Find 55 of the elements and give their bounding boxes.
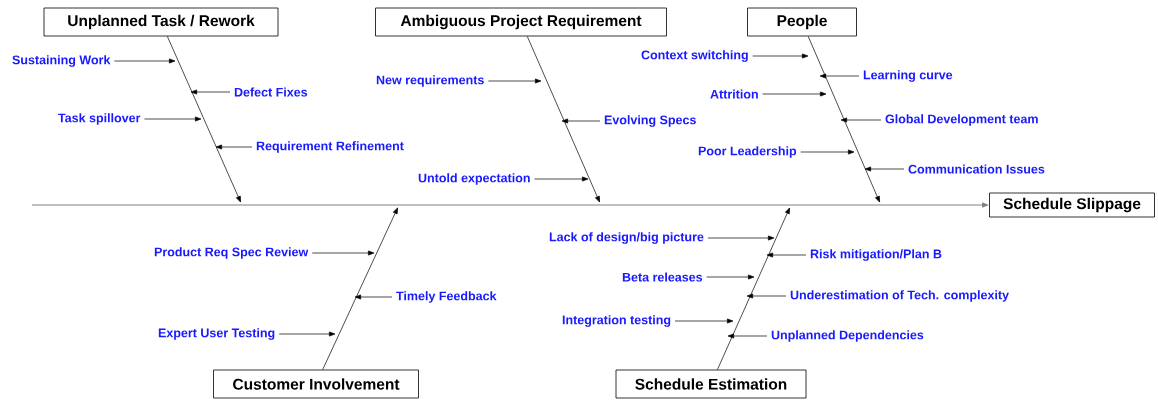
arrow — [488, 78, 542, 84]
cause-label: Evolving Specs — [604, 115, 696, 127]
cause-label: Timely Feedback — [396, 291, 497, 303]
bone-arrow — [717, 207, 790, 370]
cause-label: Expert User Testing — [158, 328, 275, 340]
cause-label: Requirement Refinement — [256, 141, 404, 153]
bone-arrow — [807, 36, 880, 203]
bone-arrow — [167, 36, 241, 203]
arrow — [746, 293, 787, 299]
arrow — [752, 53, 809, 59]
cause-label: Beta releases — [622, 272, 703, 282]
cause-label: Global Development team — [885, 114, 1038, 126]
cause-label: Lack of design/big picture — [549, 232, 704, 244]
arrow — [534, 176, 589, 182]
cause-label: Underestimation of Tech. complexity — [790, 290, 1009, 302]
arrow — [766, 252, 807, 258]
category-box: Ambiguous Project Requirement — [375, 7, 667, 37]
arrow — [706, 274, 755, 280]
cause-label: Product Req Spec Review — [154, 247, 309, 259]
cause-label: Defect Fixes — [234, 87, 308, 97]
arrow — [762, 91, 827, 97]
category-box: Schedule Estimation — [615, 369, 807, 399]
arrow — [707, 235, 775, 241]
cause-label: Poor Leadership — [698, 146, 797, 158]
arrow — [278, 331, 336, 337]
arrow — [864, 166, 905, 172]
arrow — [727, 333, 768, 339]
cause-label: Task spillover — [58, 113, 141, 125]
arrow — [144, 116, 202, 122]
cause-label: Learning curve — [863, 70, 953, 82]
arrow — [190, 89, 231, 95]
category-box: Customer Involvement — [213, 369, 419, 399]
arrow — [311, 250, 375, 256]
cause-label: Untold expectation — [418, 173, 530, 185]
arrow — [674, 318, 734, 324]
cause-label: Context switching — [641, 50, 748, 62]
cause-label: Risk mitigation/Plan B — [810, 249, 942, 261]
arrow — [354, 294, 393, 300]
category-box: Unplanned Task / Rework — [43, 7, 279, 37]
cause-label: Sustaining Work — [12, 55, 111, 67]
arrow — [561, 118, 601, 124]
category-box: People — [747, 7, 857, 37]
effect-box: Schedule Slippage — [989, 192, 1155, 218]
cause-label: New requirements — [376, 75, 484, 87]
cause-label: Communication Issues — [908, 164, 1045, 174]
cause-label: Attrition — [710, 89, 758, 99]
cause-label: Integration testing — [562, 315, 671, 327]
cause-label: Unplanned Dependencies — [771, 330, 924, 342]
arrow — [840, 117, 882, 123]
arrow — [800, 149, 855, 155]
arrow — [819, 73, 860, 79]
bone-arrow — [526, 36, 600, 203]
arrow — [114, 58, 176, 64]
arrow — [215, 144, 253, 150]
bone-arrow — [322, 207, 398, 370]
